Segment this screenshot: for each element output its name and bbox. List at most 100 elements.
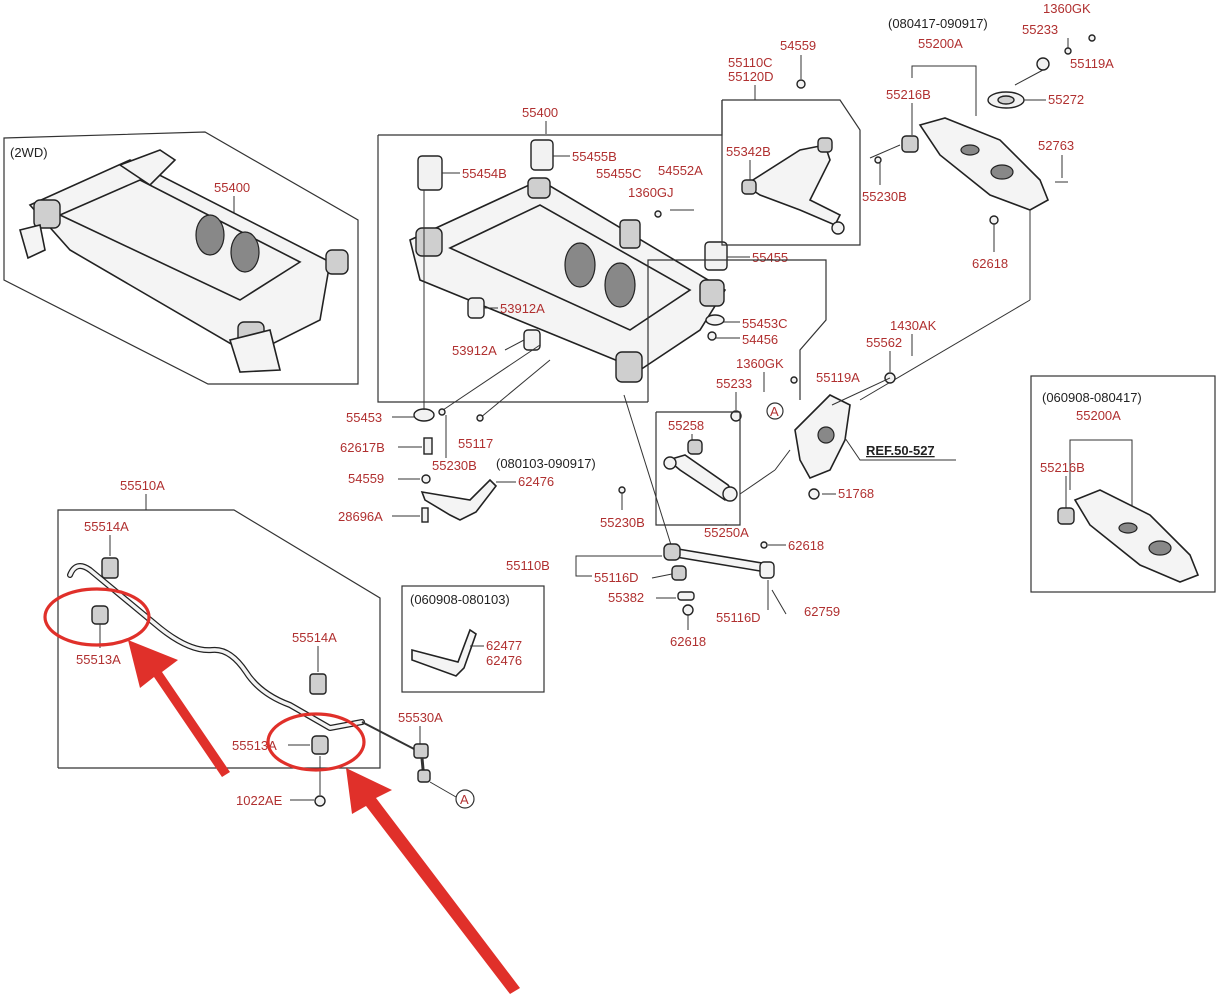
bushing-55513a-1	[91, 605, 109, 625]
lower-arm-top-title: 55200A	[918, 36, 963, 51]
label-1360gj: 1360GJ	[628, 185, 674, 200]
upper-arm-title-b: 55120D	[728, 69, 774, 84]
label-54456: 54456	[742, 332, 778, 347]
trailing-nut-b: 62618	[788, 538, 824, 553]
clamp-55514a-2	[309, 673, 327, 695]
assist-arm-group: 55258 55230B 55250A	[600, 259, 827, 540]
lower-arm-top-bolt-a: 1360GK	[1043, 1, 1091, 16]
bracket-bolt-c: 28696A	[338, 509, 383, 524]
lower-arm-right-group: (060908-080417) 55200A 55216B	[1030, 375, 1216, 593]
assist-arm-bushing: 55258	[668, 418, 704, 433]
trailing-nut-a: 62618	[670, 634, 706, 649]
crossmember-2wd-drawing	[19, 149, 349, 373]
knuckle-bolt-c: 1360GK	[736, 356, 784, 371]
knuckle-bolt-a: 1430AK	[890, 318, 937, 333]
knuckle-bolt-b: 55562	[866, 335, 902, 350]
nut-54456	[707, 331, 717, 341]
stabilizer-clamp-b: 55514A	[292, 630, 337, 645]
stabilizer-bushing-b: 55513A	[232, 738, 277, 753]
highlight-circle-2	[266, 712, 366, 772]
bracket-old-part-a: 62477	[486, 638, 522, 653]
bracket-old-part-b: 62476	[486, 653, 522, 668]
svg-text:A: A	[770, 404, 779, 419]
trailing-drawing	[663, 543, 775, 581]
trailing-cam: 55382	[608, 590, 644, 605]
bracket-date: (080103-090917)	[496, 456, 596, 471]
stabilizer-nut: 1022AE	[236, 793, 283, 808]
label-53912a-1: 53912A	[500, 301, 545, 316]
inset-2wd-part-label: 55400	[214, 180, 250, 195]
stabilizer-title: 55510A	[120, 478, 165, 493]
bushing-55513a-2	[311, 735, 329, 755]
lower-arm-top-date: (080417-090917)	[888, 16, 988, 31]
knuckle-circle-a	[766, 402, 784, 420]
trailing-bolt: 62759	[804, 604, 840, 619]
lower-arm-top-nut-b: 62618	[972, 256, 1008, 271]
clamp-55514a-1	[101, 557, 119, 579]
stabilizer-link-drawing	[361, 721, 431, 783]
bushing-53912a-1	[467, 297, 485, 319]
label-55455c: 55455C	[596, 166, 642, 181]
upper-arm-nut-label: 54559	[780, 38, 816, 53]
lower-arm-top-bushing: 55216B	[886, 87, 931, 102]
upper-arm-bushing-label: 55342B	[726, 144, 771, 159]
bushing-55454b	[417, 155, 443, 191]
stabilizer-bushing-a: 55513A	[76, 652, 121, 667]
label-55455b: 55455B	[572, 149, 617, 164]
label-53912a-2: 53912A	[452, 343, 497, 358]
label-54552a: 54552A	[658, 163, 703, 178]
stabilizer-bar-drawing	[67, 563, 365, 731]
upper-arm-group: 54559 55110C 55120D 55342B 55230B	[721, 38, 907, 246]
crossmember-group: 55400 55455B 55454B 5	[346, 100, 788, 451]
inset-2wd-tag: (2WD)	[10, 145, 48, 160]
bushing-55455c	[619, 219, 641, 249]
lower-arm-right-drawing	[1057, 489, 1200, 583]
washer-55453	[413, 408, 435, 422]
knuckle-drawing	[794, 394, 851, 480]
knuckle-ref: REF.50-527	[866, 443, 935, 458]
label-55454b: 55454B	[462, 166, 507, 181]
upper-arm-title-a: 55110C	[728, 55, 773, 70]
highlight-arrow-1	[128, 640, 230, 777]
lower-arm-top-washer: 55233	[1022, 22, 1058, 37]
bracket-drawing	[420, 478, 498, 521]
trailing-bushing-a: 55116D	[594, 570, 639, 585]
washer-55453c	[705, 314, 725, 326]
stabilizer-group: 55510A 55514A 55513A 55514A 55513A 1022A…	[57, 478, 475, 809]
bracket-group: 62617B 55230B (080103-090917) 54559 6247…	[338, 415, 596, 524]
assist-arm-title: 55250A	[704, 525, 749, 540]
bracket-old-frame	[401, 585, 545, 693]
label-55117: 55117	[458, 436, 493, 451]
trailing-group: 55110B 55116D 55382 62618 55116D 62618 6…	[506, 394, 840, 649]
assist-arm-drawing	[663, 454, 738, 502]
lower-arm-right-frame	[1030, 375, 1216, 593]
lower-arm-top-spring-seat: 55272	[1048, 92, 1084, 107]
highlight-annotations	[43, 587, 520, 994]
lower-arm-right-bushing: 55216B	[1040, 460, 1085, 475]
crossmember-title: 55400	[522, 105, 558, 120]
knuckle-nut: 55119A	[816, 370, 860, 385]
highlight-circle-1	[43, 587, 151, 647]
lower-arm-top-bolt-b: 52763	[1038, 138, 1074, 153]
inset-2wd-frame	[3, 131, 359, 385]
bracket-old-date: (060908-080103)	[410, 592, 510, 607]
bushing-55455b	[530, 139, 554, 171]
bracket-nut: 54559	[348, 471, 384, 486]
label-55453: 55453	[346, 410, 382, 425]
label-55455: 55455	[752, 250, 788, 265]
assist-arm-bolt: 55230B	[600, 515, 645, 530]
bracket-bolt-b: 55230B	[432, 458, 477, 473]
highlight-arrow-2	[346, 768, 520, 994]
knuckle-group: 1430AK 55562 1360GK 55119A 55233 A REF.5…	[716, 210, 1031, 501]
bracket-bolt-a: 62617B	[340, 440, 385, 455]
stabilizer-clamp-a: 55514A	[84, 519, 129, 534]
bushing-55455	[704, 241, 728, 271]
stabilizer-circle-a	[455, 789, 475, 809]
inset-2wd: (2WD) 55400	[3, 131, 359, 385]
knuckle-nut-b: 51768	[838, 486, 874, 501]
bracket-old-drawing	[411, 628, 477, 677]
upper-arm-drawing	[741, 137, 845, 235]
svg-text:A: A	[460, 792, 469, 807]
lower-arm-top-nut: 55119A	[1070, 56, 1114, 71]
